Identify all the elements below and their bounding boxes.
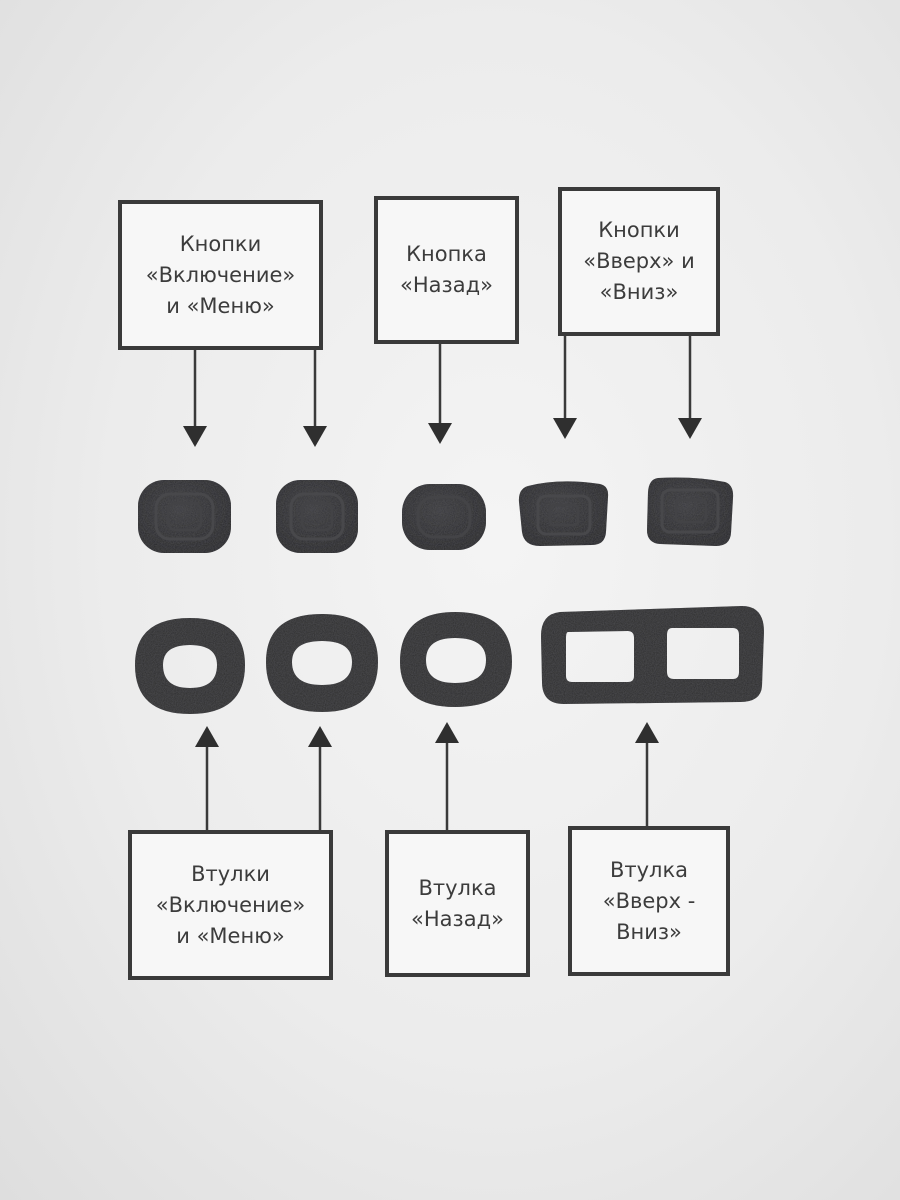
button-power xyxy=(138,480,231,553)
label-line: «Вниз» xyxy=(599,280,679,304)
label-line: «Вверх - xyxy=(602,888,696,913)
bushing-up-down xyxy=(541,606,764,704)
top-arrows xyxy=(183,335,702,447)
label-line: Кнопки xyxy=(598,218,680,242)
bushing-menu xyxy=(266,614,378,712)
arrow-down-1 xyxy=(183,348,207,447)
label-power-menu-buttons: Кнопки «Включение» и «Меню» xyxy=(118,200,323,350)
label-power-menu-bushings: Втулки «Включение» и «Меню» xyxy=(128,830,333,980)
button-up xyxy=(518,481,609,546)
button-back xyxy=(402,484,486,550)
label-line: Кнопки xyxy=(179,231,262,256)
label-line: «Назад» xyxy=(400,273,493,297)
arrow-down-3 xyxy=(428,343,452,444)
arrow-up-1 xyxy=(195,726,219,833)
label-back-bushing: Втулка «Назад» xyxy=(385,830,530,977)
label-line: Втулки xyxy=(191,861,270,886)
button-menu xyxy=(276,480,358,553)
label-back-button: Кнопка «Назад» xyxy=(374,196,519,344)
label-line: Кнопка xyxy=(406,242,487,266)
label-line: и «Меню» xyxy=(176,923,285,948)
button-down xyxy=(647,477,734,546)
label-line: Втулка xyxy=(418,875,497,900)
arrow-up-3 xyxy=(435,722,459,830)
bushing-parts xyxy=(135,606,764,714)
bottom-arrows xyxy=(195,722,659,833)
label-up-down-buttons: Кнопки «Вверх» и «Вниз» xyxy=(558,187,720,336)
arrow-down-2 xyxy=(303,348,327,447)
arrow-down-5 xyxy=(678,335,702,439)
arrow-down-4 xyxy=(553,335,577,439)
label-line: Вниз» xyxy=(616,919,682,944)
label-line: «Включение» xyxy=(145,262,296,287)
label-line: «Вверх» и xyxy=(583,249,695,273)
label-line: и «Меню» xyxy=(166,293,275,318)
arrow-up-4 xyxy=(635,722,659,830)
button-parts xyxy=(138,477,734,553)
label-up-down-bushing: Втулка «Вверх - Вниз» xyxy=(568,826,730,976)
label-line: Втулка xyxy=(609,857,689,882)
bushing-power xyxy=(135,618,245,714)
arrow-up-2 xyxy=(308,726,332,830)
label-line: «Включение» xyxy=(155,892,306,917)
bushing-back xyxy=(400,612,512,707)
label-line: «Назад» xyxy=(411,906,504,931)
